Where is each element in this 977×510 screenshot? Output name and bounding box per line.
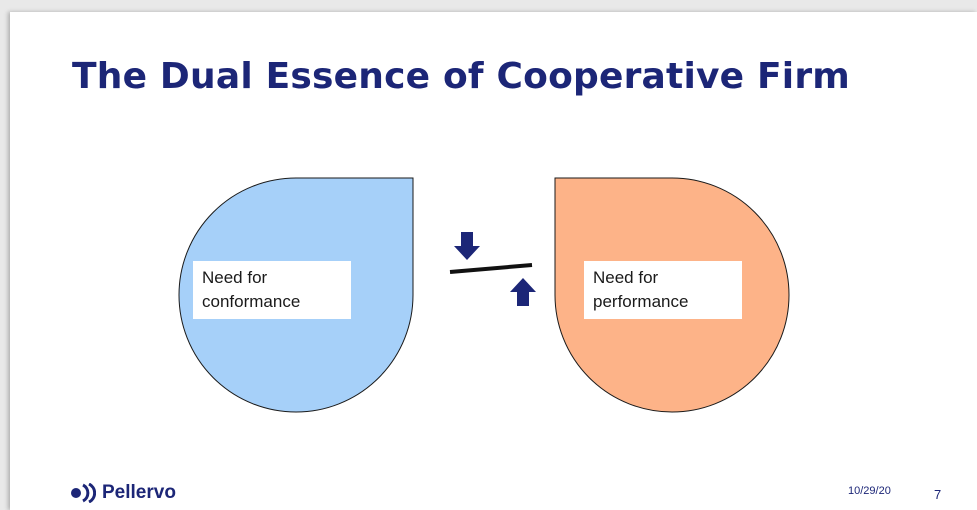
- brand-name: Pellervo: [102, 482, 176, 503]
- up-arrow-icon: [510, 278, 536, 306]
- pellervo-logo-icon: [71, 483, 96, 503]
- conformance-label-line-1: Need for: [202, 268, 268, 287]
- down-arrow-icon: [454, 232, 480, 260]
- performance-label-line-1: Need for: [593, 268, 659, 287]
- slide-date: 10/29/20 20: [848, 485, 891, 498]
- performance-label-line-2: performance: [593, 292, 689, 311]
- conformance-label-line-2: conformance: [202, 292, 301, 311]
- brand-logo: Pellervo: [70, 482, 176, 504]
- slide: The Dual Essence of Cooperative Firm Nee…: [10, 12, 977, 510]
- balance-line: [449, 263, 533, 274]
- diagram: [178, 177, 790, 413]
- page-number: 7: [934, 487, 942, 502]
- slide-title: The Dual Essence of Cooperative Firm: [72, 56, 851, 97]
- conformance-label: Need for conformance: [193, 261, 351, 319]
- performance-label: Need for performance: [584, 261, 742, 319]
